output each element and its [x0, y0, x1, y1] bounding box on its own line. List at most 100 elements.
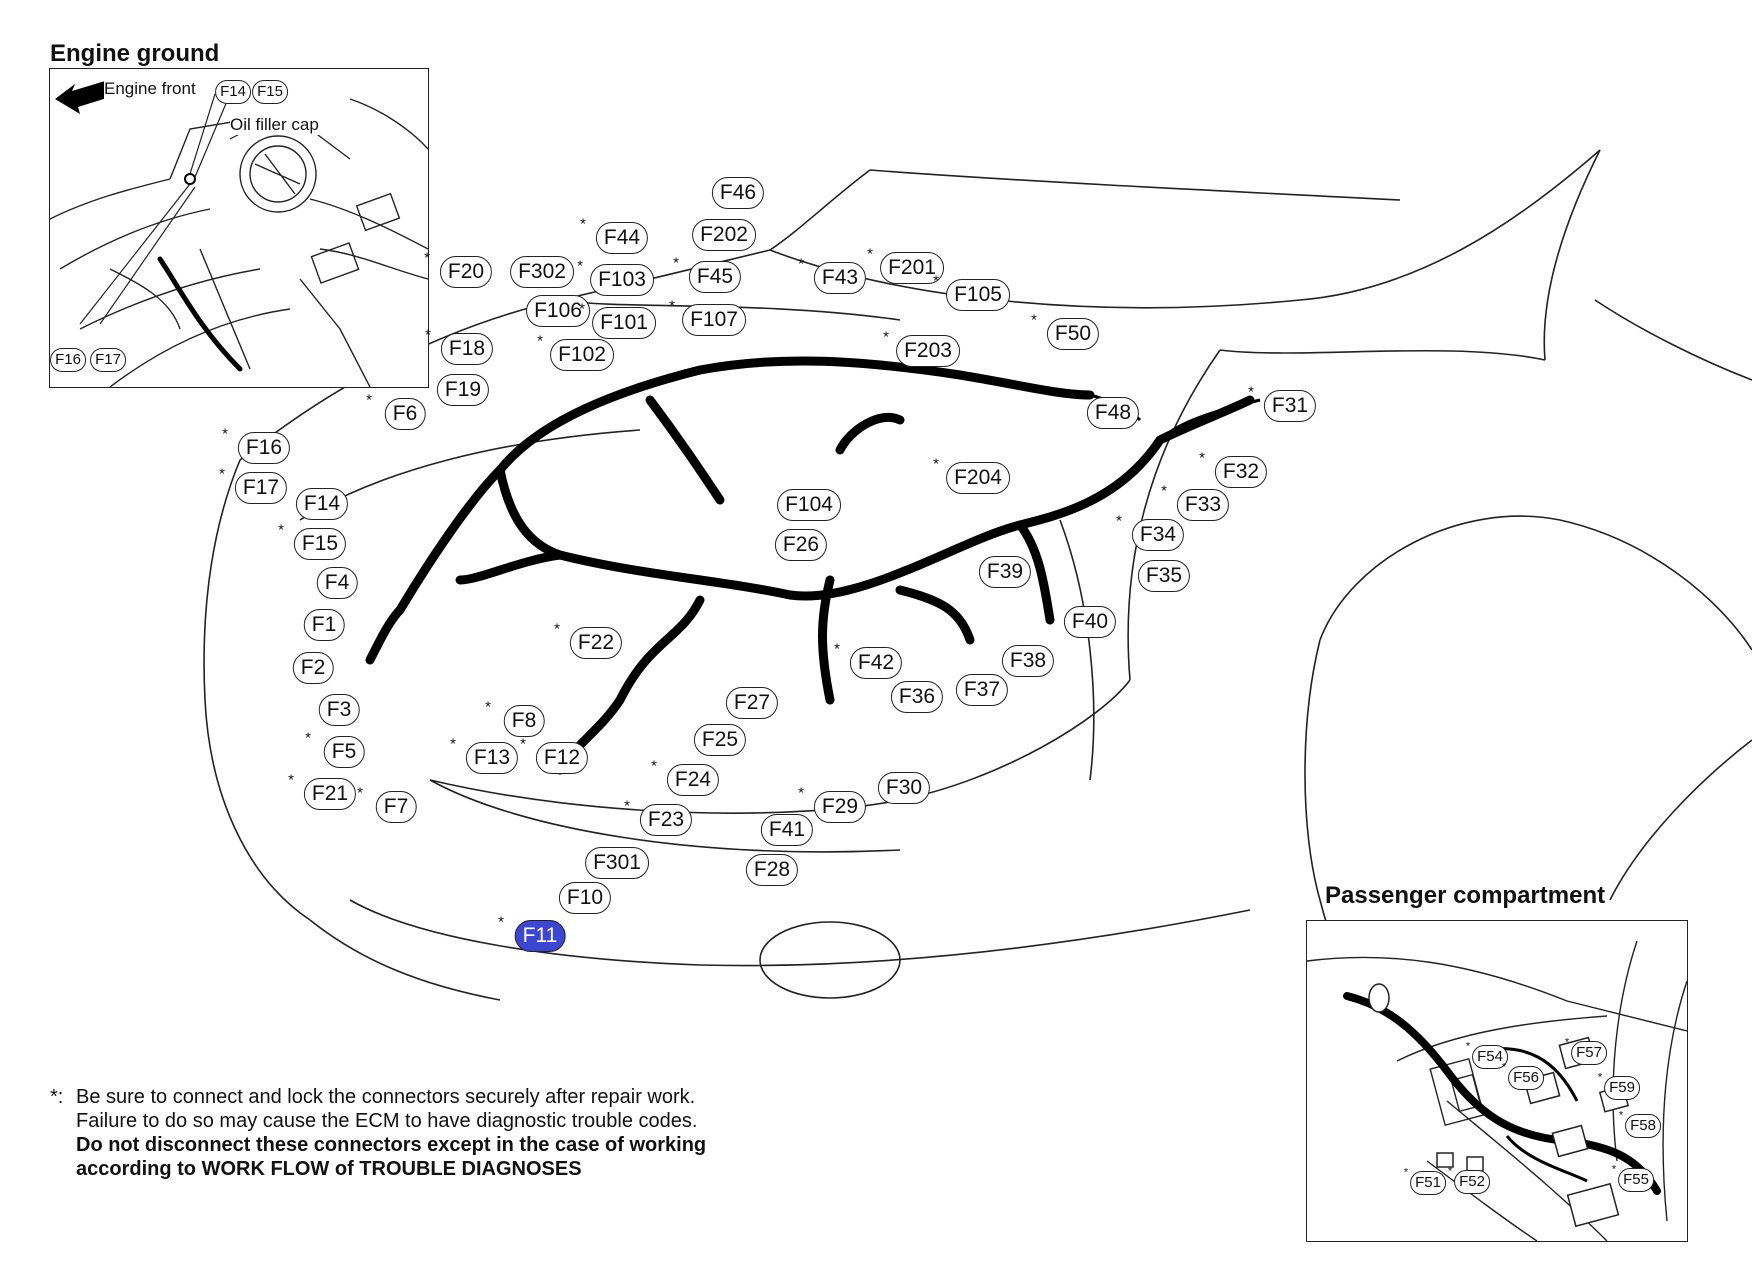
note-line-4: according to WORK FLOW of TROUBLE DIAGNO… — [76, 1158, 582, 1180]
star-marker: * — [867, 245, 873, 263]
connector-label-f23: F23 — [639, 804, 693, 836]
connector-label-f18: F18 — [440, 333, 494, 365]
connector-label-f103: F103 — [590, 264, 654, 296]
connector-label-f38: F38 — [1001, 645, 1055, 677]
star-marker: * — [834, 640, 840, 658]
inset-label-f14: F14 — [215, 80, 251, 104]
star-marker: * — [883, 328, 889, 346]
connector-label-f33: F33 — [1176, 489, 1230, 521]
connector-label-f104: F104 — [777, 489, 841, 521]
pc-label-f57: F57 — [1571, 1041, 1607, 1065]
connector-label-f302: F302 — [510, 256, 574, 288]
star-marker: * — [357, 784, 363, 802]
star-marker: * — [580, 215, 586, 233]
connector-label-f3: F3 — [318, 694, 360, 726]
connector-label-f40: F40 — [1063, 606, 1117, 638]
connector-label-f106: F106 — [526, 295, 590, 327]
connector-label-f41: F41 — [760, 814, 814, 846]
star-marker: * — [673, 254, 679, 272]
pc-label-f59: F59 — [1604, 1076, 1640, 1100]
star-marker: * — [579, 300, 585, 318]
star-marker: * — [1403, 1166, 1409, 1179]
connector-label-f50: F50 — [1046, 318, 1100, 350]
note-line-3: Do not disconnect these connectors excep… — [76, 1134, 707, 1156]
pc-label-f56: F56 — [1508, 1066, 1544, 1090]
connector-label-f31: F31 — [1263, 390, 1317, 422]
connector-label-f101: F101 — [592, 307, 656, 339]
star-marker: * — [425, 326, 431, 344]
connector-label-f13: F13 — [465, 742, 519, 774]
connector-label-f204: F204 — [946, 462, 1010, 494]
star-marker: * — [554, 620, 560, 638]
star-marker: * — [577, 257, 583, 275]
star-marker: * — [933, 272, 939, 290]
connector-label-f45: F45 — [688, 261, 742, 293]
repair-note: *: Be sure to connect and lock the connec… — [50, 1085, 706, 1181]
connector-label-f34: F34 — [1131, 519, 1185, 551]
star-marker: * — [1199, 449, 1205, 467]
star-marker: * — [288, 771, 294, 789]
star-marker: * — [1597, 1071, 1603, 1084]
pc-label-f58: F58 — [1625, 1114, 1661, 1138]
star-marker: * — [1447, 1165, 1453, 1178]
star-marker: * — [424, 249, 430, 267]
connector-label-f17: F17 — [234, 472, 288, 504]
star-marker: * — [1071, 390, 1077, 408]
inset-label-f15: F15 — [252, 80, 288, 104]
connector-label-f16: F16 — [237, 432, 291, 464]
connector-label-f36: F36 — [890, 681, 944, 713]
engine-ground-title: Engine ground — [50, 40, 220, 67]
star-marker: * — [1116, 512, 1122, 530]
star-marker: * — [624, 797, 630, 815]
engine-ground-drawing — [50, 81, 428, 387]
star-marker: * — [219, 465, 225, 483]
connector-label-f26: F26 — [774, 529, 828, 561]
star-marker: * — [1161, 482, 1167, 500]
star-marker: * — [798, 784, 804, 802]
connector-label-f301: F301 — [585, 847, 649, 879]
star-marker: * — [1248, 383, 1254, 401]
connector-label-f12: F12 — [535, 742, 589, 774]
connector-label-f39: F39 — [978, 556, 1032, 588]
connector-label-f32: F32 — [1214, 456, 1268, 488]
note-marker: *: — [50, 1086, 64, 1108]
star-marker: * — [366, 391, 372, 409]
connector-label-f14: F14 — [295, 488, 349, 520]
connector-label-f19: F19 — [436, 374, 490, 406]
connector-label-f5: F5 — [323, 736, 365, 768]
pc-label-f55: F55 — [1618, 1168, 1654, 1192]
star-marker: * — [933, 455, 939, 473]
connector-label-f15: F15 — [293, 528, 347, 560]
passenger-compartment-title: Passenger compartment — [1325, 882, 1606, 909]
note-line-1: Be sure to connect and lock the connecto… — [76, 1086, 696, 1108]
pc-label-f52: F52 — [1454, 1170, 1490, 1194]
oil-filler-cap-label: Oil filler cap — [230, 115, 319, 135]
star-marker: * — [1618, 1109, 1624, 1122]
star-marker: * — [450, 735, 456, 753]
star-marker: * — [498, 913, 504, 931]
connector-label-f35: F35 — [1137, 560, 1191, 592]
connector-label-f48: F48 — [1086, 397, 1140, 429]
star-marker: * — [798, 255, 804, 273]
connector-label-f8: F8 — [503, 705, 545, 737]
connector-label-f44: F44 — [595, 222, 649, 254]
star-marker: * — [651, 757, 657, 775]
connector-label-f30: F30 — [877, 772, 931, 804]
connector-label-f37: F37 — [955, 674, 1009, 706]
connector-label-f42: F42 — [849, 647, 903, 679]
star-marker: * — [305, 729, 311, 747]
connector-label-f107: F107 — [682, 304, 746, 336]
connector-label-f4: F4 — [316, 567, 358, 599]
connector-label-f21: F21 — [303, 778, 357, 810]
connector-label-f29: F29 — [813, 791, 867, 823]
star-marker: * — [1031, 311, 1037, 329]
connector-label-f105: F105 — [946, 279, 1010, 311]
connector-label-f22: F22 — [569, 627, 623, 659]
connector-label-f25: F25 — [693, 724, 747, 756]
pc-label-f51: F51 — [1410, 1171, 1446, 1195]
connector-label-f43: F43 — [813, 262, 867, 294]
star-marker: * — [1501, 1061, 1507, 1074]
connector-label-f7: F7 — [375, 791, 417, 823]
star-marker: * — [669, 297, 675, 315]
